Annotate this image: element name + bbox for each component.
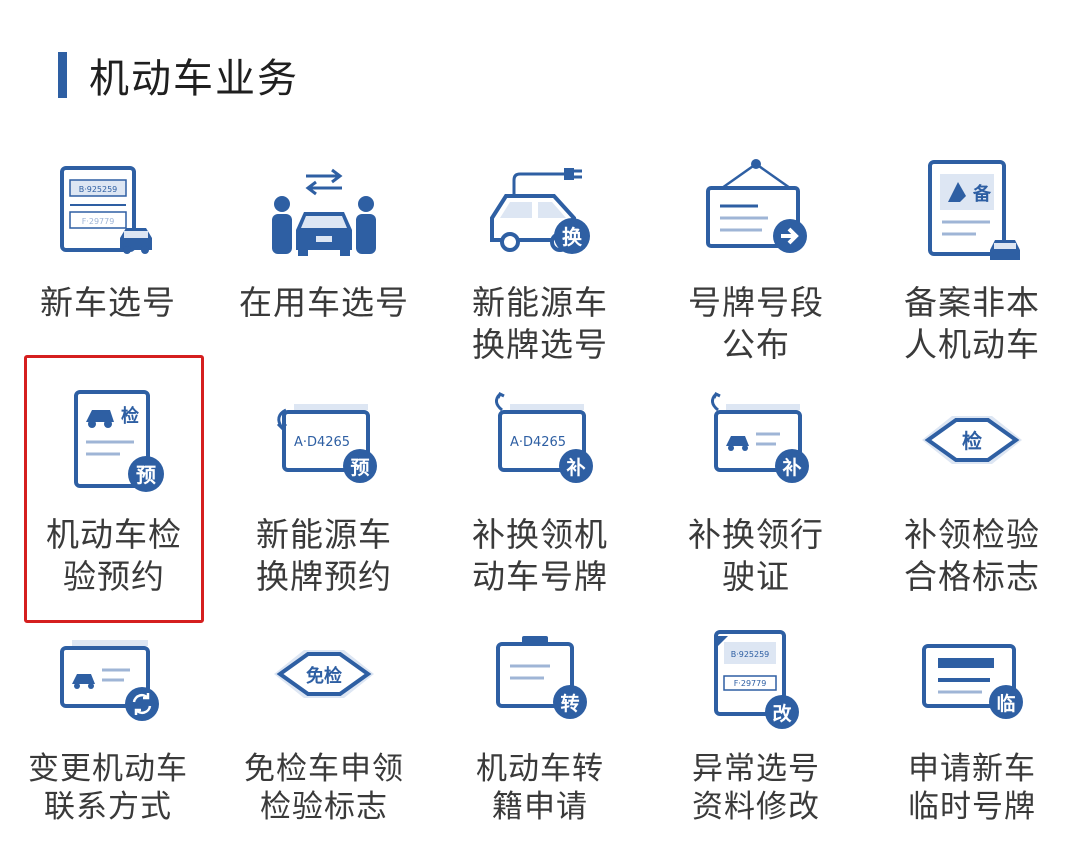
- tile-label: 补换领行 驶证: [688, 515, 824, 596]
- tile-new-car-plate-selection[interactable]: B·925259 F·29779 新车选号: [0, 140, 216, 372]
- tile-label: 新能源车 换牌预约: [256, 515, 392, 596]
- badge-text: 补: [782, 456, 801, 479]
- badge-text: 备: [972, 183, 992, 205]
- record-document-icon: 备: [928, 160, 1020, 260]
- temp-plate-icon: 临: [922, 644, 1023, 719]
- plate-b-text: F·29779: [82, 217, 115, 226]
- license-renew-icon: 补: [711, 391, 809, 483]
- badge-text: 免检: [306, 665, 342, 687]
- badge-text: 转: [560, 692, 579, 715]
- inspection-mark-icon: 检: [922, 416, 1022, 464]
- tile-label: 在用车选号: [239, 283, 409, 322]
- people-car-swap-icon: [272, 168, 376, 256]
- tile-label: 补换领机 动车号牌: [472, 515, 608, 596]
- plate-text: A·D4265: [294, 435, 350, 450]
- tile-label: 机动车检 验预约: [46, 515, 182, 596]
- badge-top-text: 检: [121, 405, 139, 427]
- badge-text: 预: [350, 457, 369, 479]
- data-modify-icon: B·925259 F·29779 改: [714, 630, 799, 729]
- plate-a-text: B·925259: [731, 650, 770, 659]
- tile-label: 补领检验 合格标志: [904, 515, 1040, 596]
- tile-in-use-car-plate-selection[interactable]: 在用车选号: [216, 140, 432, 372]
- tile-new-car-temporary-plate[interactable]: 临 申请新车 临时号牌: [864, 612, 1080, 844]
- tile-label: 免检车申领 检验标志: [244, 751, 404, 825]
- plate-replace-icon: A·D4265 预: [276, 404, 377, 483]
- tile-exempt-vehicle-inspection-mark[interactable]: 免检 免检车申领 检验标志: [216, 612, 432, 844]
- tile-record-non-owner-vehicle[interactable]: 备 备案非本 人机动车: [864, 140, 1080, 372]
- page-title: 机动车业务: [89, 56, 299, 102]
- badge-text: 补: [566, 456, 585, 479]
- notice-board-icon: [706, 159, 807, 253]
- tile-label: 新能源车 换牌选号: [472, 283, 608, 364]
- tile-label: 异常选号 资料修改: [692, 751, 820, 825]
- badge-text: 改: [772, 702, 792, 725]
- plate-a-text: B·925259: [79, 185, 118, 194]
- tile-ev-plate-change-selection[interactable]: 换 新能源车 换牌选号: [432, 140, 648, 372]
- tile-ev-plate-change-appointment[interactable]: A·D4265 预 新能源车 换牌预约: [216, 372, 432, 612]
- tile-label: 机动车转 籍申请: [476, 751, 604, 825]
- transfer-clipboard-icon: 转: [496, 636, 587, 719]
- tile-vehicle-transfer-application[interactable]: 转 机动车转 籍申请: [432, 612, 648, 844]
- tile-label: 申请新车 临时号牌: [908, 751, 1036, 825]
- tile-reissue-inspection-mark[interactable]: 检 补领检验 合格标志: [864, 372, 1080, 612]
- ev-charge-icon: 换: [490, 168, 590, 254]
- tile-label: 新车选号: [40, 283, 176, 322]
- inspection-document-icon: 检 预: [74, 390, 164, 492]
- exempt-mark-icon: 免检: [274, 650, 374, 698]
- tile-label: 号牌号段 公布: [688, 283, 824, 364]
- tile-label: 备案非本 人机动车: [904, 283, 1040, 364]
- badge-text: 换: [562, 225, 583, 249]
- title-accent-bar: [58, 52, 67, 98]
- badge-text: 检: [962, 429, 982, 453]
- plate-text: A·D4265: [510, 435, 566, 450]
- tile-plate-number-range-notice[interactable]: 号牌号段 公布: [648, 140, 864, 372]
- tile-renew-driving-license[interactable]: 补 补换领行 驶证: [648, 372, 864, 612]
- section-header: 机动车业务: [58, 46, 299, 104]
- tile-change-vehicle-contact[interactable]: 变更机动车 联系方式: [0, 612, 216, 844]
- tile-renew-vehicle-plate[interactable]: A·D4265 补 补换领机 动车号牌: [432, 372, 648, 612]
- contact-change-icon: [60, 640, 159, 721]
- plate-renew-icon: A·D4265 补: [495, 391, 593, 483]
- plate-b-text: F·29779: [734, 679, 767, 688]
- tile-vehicle-inspection-appointment[interactable]: 检 预 机动车检 验预约: [24, 355, 204, 623]
- badge-text: 临: [996, 692, 1015, 715]
- tile-abnormal-selection-data-modify[interactable]: B·925259 F·29779 改 异常选号 资料修改: [648, 612, 864, 844]
- badge-text: 预: [136, 463, 156, 487]
- plate-car-icon: B·925259 F·29779: [60, 166, 152, 254]
- service-grid: B·925259 F·29779 新车选号 在用车选号: [0, 140, 1080, 844]
- tile-label: 变更机动车 联系方式: [28, 751, 188, 825]
